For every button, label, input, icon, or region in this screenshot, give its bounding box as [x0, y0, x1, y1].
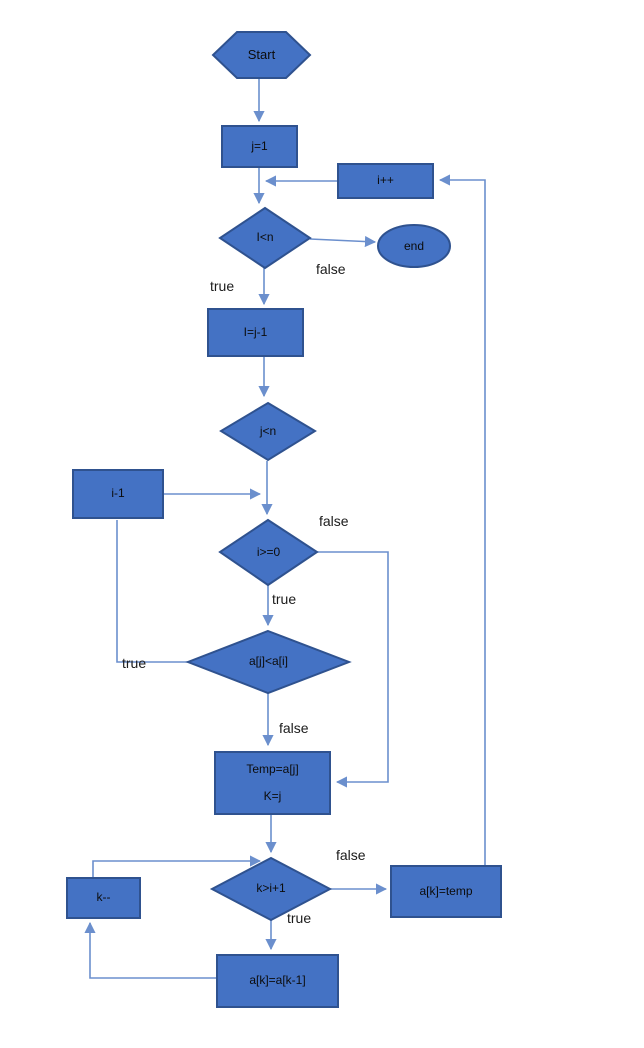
edge-cond-i-ge-0-false-to-temp [317, 551, 389, 788]
edge-decrement-k-to-cond-k-gt [92, 855, 262, 878]
start-node-shape [211, 31, 312, 79]
set-i-node-shape [207, 308, 304, 357]
edge-cond-i-lt-n-false-to-end [309, 235, 377, 248]
edge-shift-to-decrement-k [84, 921, 217, 979]
decrement-k-node-shape [66, 877, 141, 919]
increment-i-node-shape [337, 163, 434, 199]
decrement-i-node-shape [72, 469, 164, 519]
edge-assign-temp-back-to-increment-i [438, 174, 486, 866]
cond-compare-node-shape [185, 629, 352, 695]
end-node-shape [377, 224, 451, 268]
edge-compare-true-to-decrement-i [116, 520, 188, 663]
cond-k-gt-node-shape [209, 856, 333, 922]
temp-node-shape [214, 751, 331, 815]
shift-node-shape [216, 954, 339, 1008]
cond-j-lt-n-node-shape [219, 401, 317, 462]
init-j-node-shape [221, 125, 298, 168]
cond-i-lt-n-node-shape [218, 206, 312, 270]
assign-temp-back-node-shape [390, 865, 502, 918]
cond-i-ge-0-node-shape [218, 518, 319, 587]
